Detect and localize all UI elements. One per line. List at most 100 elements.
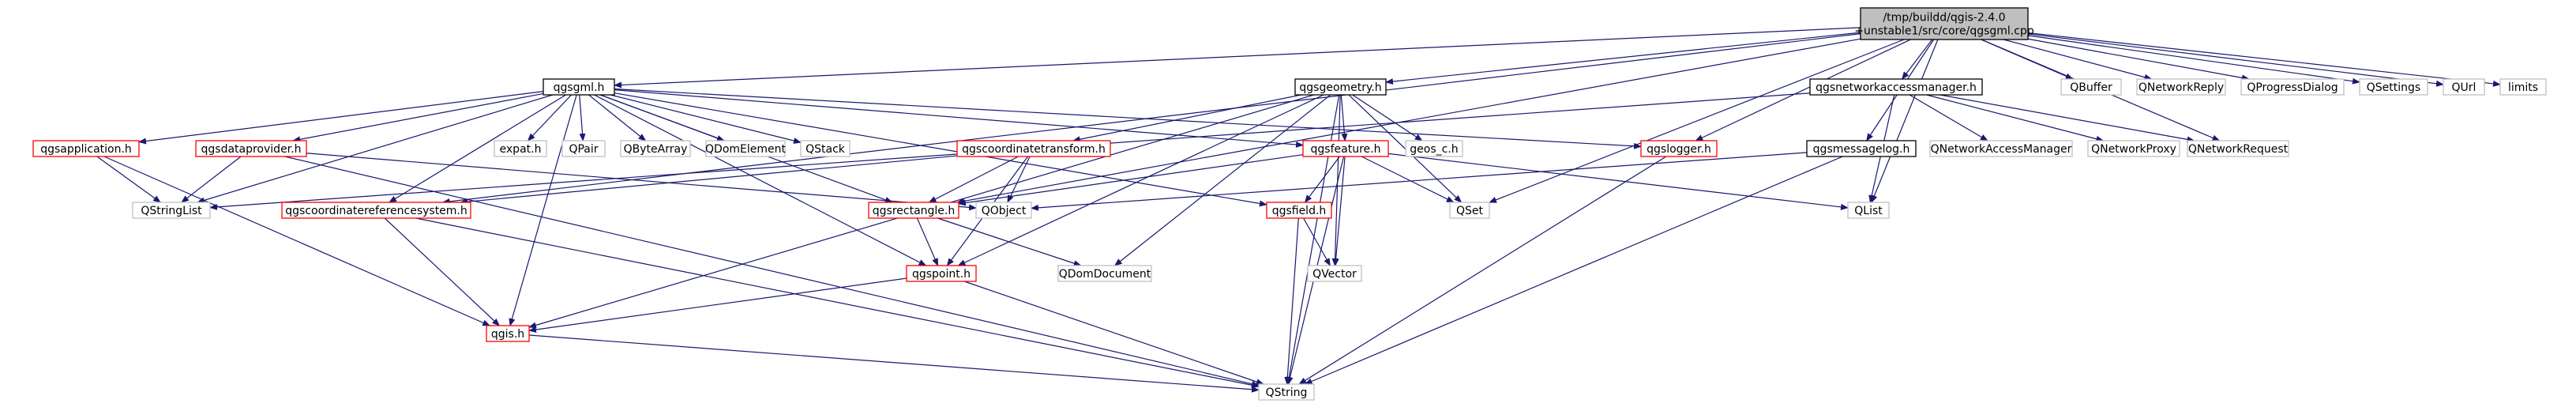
node-qgsmessagelog-h[interactable]: qgsmessagelog.h: [1806, 140, 1917, 157]
node-QBuffer[interactable]: QBuffer: [2060, 78, 2122, 96]
node-QByteArray[interactable]: QByteArray: [620, 140, 691, 157]
node-QDomElement[interactable]: QDomElement: [705, 140, 786, 157]
edge-qgsgeometry_h-to-qgscoordtrans_h: [1072, 94, 1301, 143]
node-QProgressDialog[interactable]: QProgressDialog: [2240, 78, 2345, 96]
edge-qgsfield_h-to-QString: [1284, 217, 1299, 385]
node-label: QDomDocument: [1059, 268, 1151, 281]
edge-qgscrs_h-to-qgis_h: [384, 217, 501, 326]
edge-root-to-QNetworkReply: [2003, 39, 2153, 81]
node-label: geos_c.h: [1410, 143, 1458, 156]
edge-root-to-qgsnam_h: [1902, 39, 1933, 80]
edge-qgsfield_h-to-QVector: [1303, 217, 1331, 266]
node-label: QByteArray: [624, 143, 688, 156]
node-expat-h[interactable]: expat.h: [494, 140, 547, 157]
node-label: qgsapplication.h: [40, 143, 132, 156]
node-QSet[interactable]: QSet: [1449, 202, 1490, 219]
node-QPair[interactable]: QPair: [561, 140, 606, 157]
node-box: [2499, 78, 2547, 96]
edge-qgsnam_h-to-QNetworkAccessManager: [1909, 94, 1988, 141]
node-qgsfield-h[interactable]: qgsfield.h: [1266, 202, 1332, 219]
node-qgsfeature-h[interactable]: qgsfeature.h: [1302, 140, 1389, 157]
node-box: [2240, 78, 2345, 96]
node-root[interactable]: /tmp/buildd/qgis-2.4.0+unstable1/src/cor…: [1854, 7, 2034, 40]
node-label: QList: [1854, 205, 1883, 217]
node-label: qgsrectangle.h: [873, 205, 955, 217]
edge-qgsdataprovider_h-to-QObject: [306, 153, 977, 211]
node-QStringList[interactable]: QStringList: [132, 202, 211, 219]
node-QDomDocument[interactable]: QDomDocument: [1057, 265, 1152, 282]
node-box: [494, 140, 547, 157]
edge-qgsgeometry_h-to-geos_c_h: [1352, 94, 1423, 141]
node-box: [32, 140, 140, 157]
edge-qgsfeature_h-to-qgsrectangle_h: [958, 154, 1304, 206]
edge-qgis_h-to-QString: [528, 334, 1260, 393]
edge-qgscoordtrans_h-to-qgscrs_h: [460, 155, 958, 206]
node-box: [486, 325, 530, 342]
node-QNetworkProxy[interactable]: QNetworkProxy: [2087, 140, 2180, 157]
node-box: [1860, 7, 2029, 40]
node-QObject[interactable]: QObject: [975, 202, 1032, 219]
node-QString[interactable]: QString: [1258, 383, 1315, 401]
edge-qgscoordtrans_h-to-qgsrectangle_h: [928, 156, 1019, 203]
edge-root-to-QProgressDialog: [2027, 38, 2250, 81]
edge-qgscoordtrans_h-to-QObject: [1007, 156, 1031, 203]
node-box: [1294, 78, 1387, 96]
node-label: qgscoordinatereferencesystem.h: [285, 205, 468, 217]
node-label: qgsgeometry.h: [1299, 81, 1381, 94]
node-QSettings[interactable]: QSettings: [2359, 78, 2428, 96]
node-QNetworkReply[interactable]: QNetworkReply: [2136, 78, 2226, 96]
node-box: [195, 140, 307, 157]
node-limits[interactable]: limits: [2499, 78, 2547, 96]
node-geos-c-h[interactable]: geos_c.h: [1405, 140, 1463, 157]
edge-qgsnam_h-to-QNetworkProxy: [1926, 94, 2105, 142]
node-QVector[interactable]: QVector: [1307, 265, 1362, 282]
edge-qgsdataprovider_h-to-QStringList: [181, 156, 242, 203]
edge-qgsgml_h-to-qgsapplication_h: [138, 91, 544, 145]
node-qgspoint-h[interactable]: qgspoint.h: [906, 265, 977, 282]
edge-qgsnam_h-to-QNetworkRequest: [1940, 94, 2195, 143]
node-qgsnam-h[interactable]: qgsnetworkaccessmanager.h: [1809, 78, 1983, 96]
node-qgis-h[interactable]: qgis.h: [486, 325, 530, 342]
node-label: limits: [2508, 81, 2538, 94]
node-qgscoordtrans-h[interactable]: qgscoordinatetransform.h: [956, 140, 1111, 157]
node-qgsapplication-h[interactable]: qgsapplication.h: [32, 140, 140, 157]
node-qgsrectangle-h[interactable]: qgsrectangle.h: [868, 202, 959, 219]
edge-root-to-limits: [2027, 32, 2501, 87]
node-qgsgml-h[interactable]: qgsgml.h: [543, 78, 615, 96]
node-qgscrs-h[interactable]: qgscoordinatereferencesystem.h: [281, 202, 471, 219]
edge-qgspoint_h-to-qgis_h: [528, 277, 907, 333]
node-QUrl[interactable]: QUrl: [2443, 78, 2485, 96]
node-QNetworkRequest[interactable]: QNetworkRequest: [2187, 140, 2289, 157]
node-QList[interactable]: QList: [1847, 202, 1890, 219]
node-qgsdataprovider-h[interactable]: qgsdataprovider.h: [195, 140, 307, 157]
node-label: +unstable1/src/core/qgsgml.cpp: [1854, 25, 2034, 38]
node-label: QSettings: [2367, 81, 2420, 94]
edge-qgsgml_h-to-QStack: [610, 94, 802, 144]
node-box: [868, 202, 959, 219]
node-qgsgeometry-h[interactable]: qgsgeometry.h: [1294, 78, 1387, 96]
node-label: QProgressDialog: [2247, 81, 2338, 94]
edge-qgsfeature_h-to-QList: [1388, 153, 1849, 210]
edge-qgsgml_h-to-QByteArray: [588, 94, 647, 141]
edge-qgsapplication_h-to-QStringList: [96, 156, 161, 203]
node-qgslogger-h[interactable]: qgslogger.h: [1640, 140, 1718, 157]
node-label: QString: [1266, 386, 1308, 399]
edge-root-to-qgsgml_h: [614, 27, 1861, 89]
node-QStack[interactable]: QStack: [800, 140, 851, 157]
node-box: [1847, 202, 1890, 219]
node-label: QPair: [569, 143, 598, 156]
node-label: qgsgml.h: [554, 81, 605, 94]
node-label: qgsfield.h: [1272, 205, 1327, 217]
edge-qgspoint_h-to-QString: [963, 281, 1264, 385]
node-box: [281, 202, 471, 219]
node-box: [1809, 78, 1983, 96]
edge-qgsfeature_h-to-qgsfield_h: [1304, 156, 1340, 203]
edge-qgsrectangle_h-to-QDomDocument: [937, 217, 1082, 266]
node-box: [2087, 140, 2180, 157]
node-QNetworkAccessManager[interactable]: QNetworkAccessManager: [1929, 140, 2073, 157]
node-label: /tmp/buildd/qgis-2.4.0: [1883, 12, 2005, 25]
node-box: [2359, 78, 2428, 96]
node-box: [1405, 140, 1463, 157]
node-box: [800, 140, 851, 157]
edge-qgsgml_h-to-qgsdataprovider_h: [292, 92, 544, 143]
